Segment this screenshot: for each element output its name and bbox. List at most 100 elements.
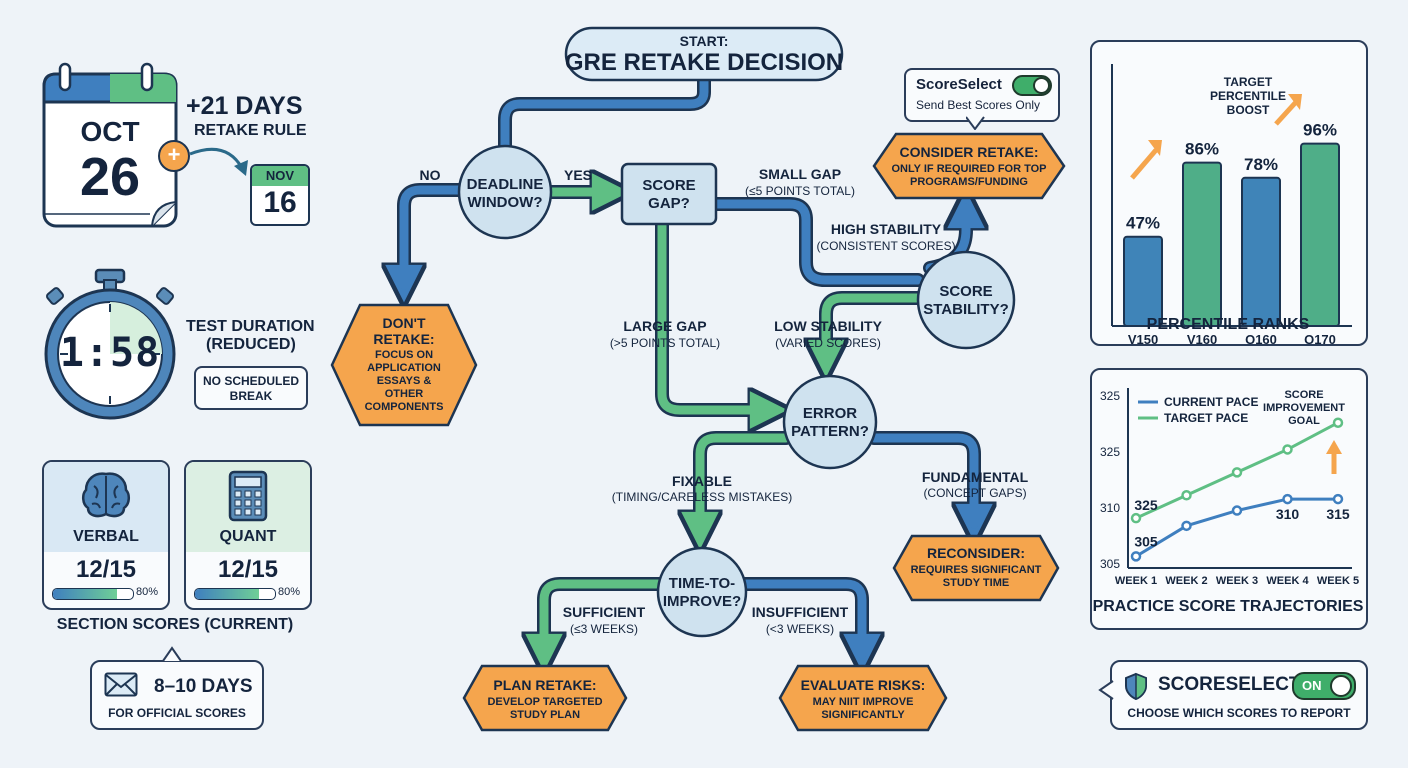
start-small: START: [680,33,729,49]
annotation-line: TARGET [1224,75,1273,89]
plus-icon: + [158,140,190,172]
start-title: GRE RETAKE DECISION [565,49,843,76]
dont-retake-node [330,303,478,427]
score-gap-node [620,162,718,226]
x-tick-label: WEEK 4 [1266,575,1309,587]
trajectory-title: PRACTICE SCORE TRAJECTORIES [1092,598,1364,615]
branch-fixable-sub: (TIMING/CARELESS MISTAKES) [612,490,792,504]
deadline-label-1: DEADLINE [467,176,544,193]
deadline-label-2: WINDOW? [468,194,543,211]
verbal-progress [52,588,134,600]
verbal-progress-fill [53,589,117,599]
official-note: FOR OFFICIAL SCORES [108,706,246,720]
data-point [1181,490,1192,501]
bar-value-label: 78% [1244,155,1278,174]
annotation-line: PERCENTILE [1210,89,1286,103]
quant-label: QUANT [219,528,277,545]
annotation-line: GOAL [1288,415,1320,427]
consider-retake-2: ONLY IF REQUIRED FOR TOP [891,163,1046,175]
stopwatch-display: 1:58 [59,330,161,376]
error-label-2: PATTERN? [791,423,869,440]
boost-arrow-icon [1274,100,1298,126]
official-tail [162,646,182,662]
plan-retake-1: PLAN RETAKE: [493,677,596,693]
y-tick-label: 310 [1100,501,1120,515]
error-label-1: ERROR [803,405,857,422]
evaluate-risks-3: SIGNIFICANTLY [821,709,905,721]
data-point [1181,520,1192,532]
scoreselect-tail [1098,680,1114,700]
x-tick-label: WEEK 1 [1115,575,1157,587]
stability-node [916,250,1016,350]
branch-small-gap: SMALL GAP [759,166,841,182]
branch-large-gap: LARGE GAP [623,318,706,334]
bar [1182,161,1222,327]
data-point [1231,505,1243,516]
scoreselect-bubble-title: ScoreSelect [916,76,1002,93]
point-label: 325 [1134,497,1158,513]
plan-retake-3: STUDY PLAN [510,709,580,721]
score-gap-label-1: SCORE [642,177,695,194]
percentile-title: PERCENTILE RANKS [1146,316,1310,333]
time-label-1: TIME-TO- [669,575,735,592]
next-date-calendar: NOV 16 [250,164,310,226]
bar-group [1241,176,1281,327]
consider-retake-3: PROGRAMS/FUNDING [910,176,1028,188]
evaluate-risks-1: EVALUATE RISKS: [801,677,926,693]
legend-label: CURRENT PACE [1164,395,1258,409]
bar-group [1300,142,1340,327]
data-point [1130,512,1142,524]
quant-pct: 80% [278,586,301,598]
reconsider-node [892,534,1060,602]
x-tick-label: V160 [1187,332,1217,344]
data-point [1332,493,1344,505]
no-break-line-1: NO SCHEDULED [202,374,299,388]
reconsider-2: REQUIRES SIGNIFICANT [911,564,1042,576]
calendar-arrow [189,147,248,176]
dont-retake-4: APPLICATION [367,362,441,374]
section-scores-caption: SECTION SCORES (CURRENT) [56,616,294,633]
evaluate-risks-node [778,664,948,732]
bar [1300,142,1340,327]
quant-progress [194,588,276,600]
brain-icon [82,472,130,518]
x-tick-label: WEEK 5 [1317,575,1359,587]
no-break-note: NO SCHEDULED BREAK [194,366,308,410]
no-break-line-2: BREAK [229,389,273,403]
y-tick-label: 325 [1100,445,1120,459]
stability-label-1: SCORE [939,283,992,300]
quant-score: 12/15 [217,556,279,583]
branch-low-stability-sub: (VARIED SCORES) [775,336,881,350]
calendar-day: 26 [79,147,141,207]
next-day: 16 [263,186,297,219]
quant-progress-fill [195,589,259,599]
branch-no: NO [420,167,441,183]
scoreselect-note: CHOOSE WHICH SCORES TO REPORT [1127,706,1351,720]
test-duration-sub: (REDUCED) [206,336,296,353]
branch-fundamental-sub: (CONCEPT GAPS) [923,486,1026,500]
bar-value-label: 47% [1126,214,1160,233]
scoreselect-toggle[interactable]: ON [1292,672,1356,700]
envelope-icon [104,672,138,697]
data-point [1231,467,1243,478]
dont-retake-2: RETAKE: [373,331,434,347]
toggle-knob [1330,675,1352,697]
annotation-line: BOOST [1227,103,1270,117]
branch-insufficient: INSUFFICIENT [752,604,849,620]
start-node [564,26,844,82]
official-scores-card: 8–10 DAYS FOR OFFICIAL SCORES [90,660,264,730]
stability-label-2: STABILITY? [923,301,1009,318]
score-gap-label-2: GAP? [648,195,690,212]
scoreselect-bubble-note: Send Best Scores Only [916,98,1041,112]
scoreselect-bubble-toggle[interactable] [1012,75,1052,96]
consider-retake-node [872,132,1066,200]
x-tick-label: Q170 [1304,332,1336,344]
boost-arrow-icon [1130,148,1158,180]
x-tick-label: Q160 [1245,332,1277,344]
stopwatch-icon [44,268,176,420]
point-label: 310 [1276,506,1300,522]
dont-retake-1: DON'T [383,315,426,331]
branch-high-stability-sub: (CONSISTENT SCORES) [816,239,955,253]
